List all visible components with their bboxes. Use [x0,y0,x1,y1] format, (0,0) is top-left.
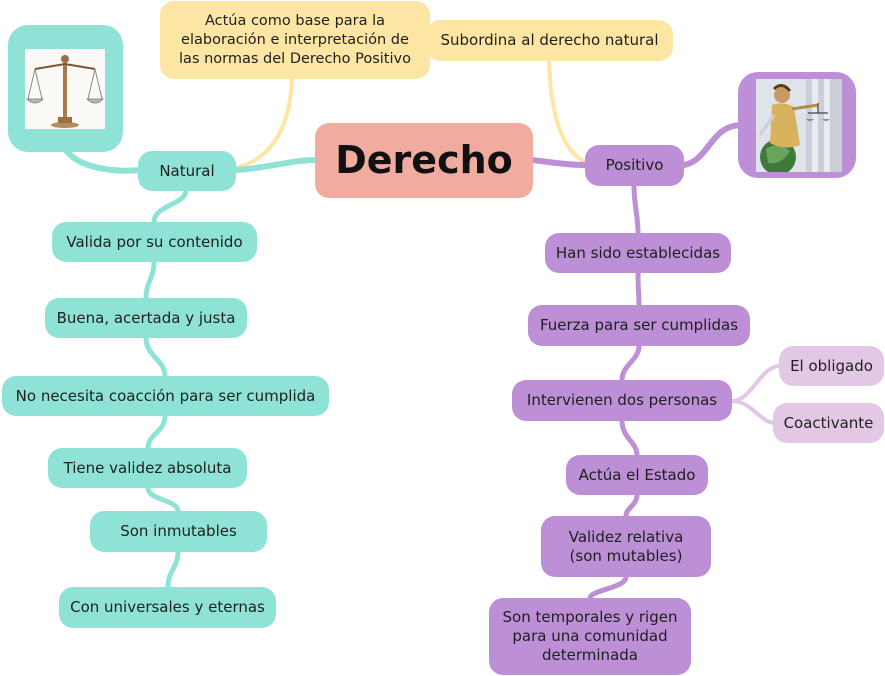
branch-positivo-label: Positivo [605,156,664,174]
positivo-item-label: Validez relativa (son mutables) [568,527,684,565]
natural-item-label: Con universales y eternas [70,598,265,616]
branch-natural[interactable]: Natural [138,151,236,191]
central-topic-label: Derecho [335,138,513,182]
natural-item-label: Buena, acertada y justa [56,308,236,327]
natural-item-3[interactable]: No necesita coacción para ser cumplida [2,376,329,416]
person-label: El obligado [790,356,873,375]
note-base-derecho-positivo[interactable]: Actúa como base para la elaboración e in… [160,1,430,79]
branch-natural-label: Natural [159,161,215,180]
positivo-item-label: Fuerza para ser cumplidas [539,316,739,334]
positivo-item-5[interactable]: Validez relativa (son mutables) [541,516,711,577]
positivo-item-label: Actúa el Estado [578,465,696,484]
natural-item-label: Tiene validez absoluta [63,458,232,477]
balance-scale-icon [25,49,105,129]
note-subordina[interactable]: Subordina al derecho natural [426,20,673,61]
positivo-item-label: Son temporales y rigen para una comunida… [502,608,678,664]
positivo-item-label: Intervienen dos personas [526,391,718,409]
positivo-item-4[interactable]: Actúa el Estado [566,455,708,495]
positivo-item-label: Han sido establecidas [555,243,721,262]
natural-item-2[interactable]: Buena, acertada y justa [45,298,247,338]
central-topic-derecho[interactable]: Derecho [315,123,533,198]
person-coactivante[interactable]: Coactivante [773,403,884,443]
note-base-label: Actúa como base para la elaboración e in… [179,12,411,67]
natural-item-label: No necesita coacción para ser cumplida [15,386,316,405]
positivo-item-3[interactable]: Intervienen dos personas [512,380,732,421]
lady-justice-icon [756,79,842,172]
branch-positivo[interactable]: Positivo [585,145,684,186]
natural-item-4[interactable]: Tiene validez absoluta [48,448,247,488]
person-label: Coactivante [783,413,874,432]
natural-item-1[interactable]: Valida por su contenido [52,222,257,262]
natural-item-6[interactable]: Con universales y eternas [59,587,276,628]
natural-item-label: Son inmutables [120,522,237,540]
positivo-item-1[interactable]: Han sido establecidas [545,233,731,273]
note-subordina-label: Subordina al derecho natural [440,31,659,49]
person-obligado[interactable]: El obligado [779,346,884,386]
positivo-item-2[interactable]: Fuerza para ser cumplidas [528,305,750,346]
natural-item-5[interactable]: Son inmutables [90,511,267,552]
natural-item-label: Valida por su contenido [66,232,243,251]
positivo-item-6[interactable]: Son temporales y rigen para una comunida… [489,598,691,675]
